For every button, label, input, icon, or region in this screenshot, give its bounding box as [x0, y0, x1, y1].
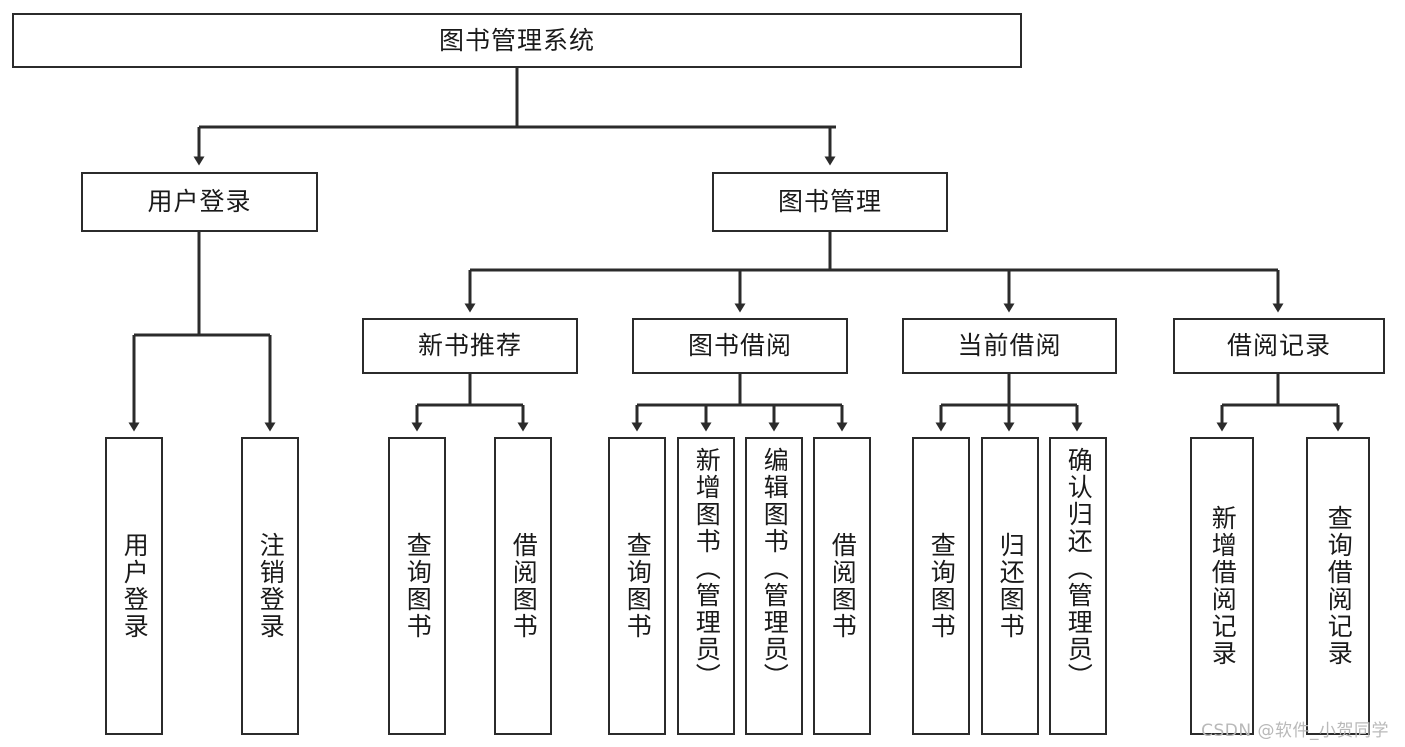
leaf-record-add-record[interactable]: 新增借阅记录 [1190, 437, 1254, 735]
leaf-recommend-borrow-book[interactable]: 借阅图书 [494, 437, 552, 735]
leaf-current-return-book[interactable]: 归还图书 [981, 437, 1039, 735]
leaf-borrow-add-book-admin[interactable]: 新增图书（管理员） [677, 437, 735, 735]
leaf-label: 借阅图书 [828, 532, 858, 640]
node-root-system[interactable]: 图书管理系统 [12, 13, 1022, 68]
leaf-user-login-signin[interactable]: 用户登录 [105, 437, 163, 735]
leaf-recommend-query-book[interactable]: 查询图书 [388, 437, 446, 735]
leaf-label: 查询借阅记录 [1324, 505, 1354, 667]
node-label: 新书推荐 [417, 331, 522, 361]
node-user-login[interactable]: 用户登录 [81, 172, 318, 232]
node-label: 图书借阅 [687, 331, 792, 361]
leaf-current-confirm-return-admin[interactable]: 确认归还（管理员） [1049, 437, 1107, 735]
node-current-borrow[interactable]: 当前借阅 [902, 318, 1117, 374]
leaf-label: 新增图书（管理员） [692, 447, 722, 690]
leaf-label: 确认归还（管理员） [1064, 447, 1094, 690]
node-label: 图书管理 [777, 187, 882, 217]
leaf-label: 查询图书 [623, 532, 653, 640]
leaf-label: 查询图书 [927, 532, 957, 640]
leaf-record-query-record[interactable]: 查询借阅记录 [1306, 437, 1370, 735]
node-book-management[interactable]: 图书管理 [712, 172, 948, 232]
leaf-borrow-query-book[interactable]: 查询图书 [608, 437, 666, 735]
node-book-borrow[interactable]: 图书借阅 [632, 318, 848, 374]
leaf-label: 注销登录 [256, 532, 286, 640]
leaf-label: 归还图书 [996, 532, 1026, 640]
node-borrow-record[interactable]: 借阅记录 [1173, 318, 1385, 374]
leaf-label: 查询图书 [403, 532, 433, 640]
watermark: CSDN @软件_小贺同学 [1201, 721, 1389, 741]
node-label: 当前借阅 [957, 331, 1062, 361]
leaf-borrow-borrow-book[interactable]: 借阅图书 [813, 437, 871, 735]
leaf-label: 借阅图书 [509, 532, 539, 640]
leaf-label: 编辑图书（管理员） [760, 447, 790, 690]
node-label: 借阅记录 [1226, 331, 1331, 361]
leaf-current-query-book[interactable]: 查询图书 [912, 437, 970, 735]
node-label: 用户登录 [147, 187, 252, 217]
leaf-label: 新增借阅记录 [1208, 505, 1238, 667]
leaf-user-login-signout[interactable]: 注销登录 [241, 437, 299, 735]
leaf-borrow-edit-book-admin[interactable]: 编辑图书（管理员） [745, 437, 803, 735]
node-new-book-recommend[interactable]: 新书推荐 [362, 318, 578, 374]
node-label: 图书管理系统 [438, 25, 595, 55]
leaf-label: 用户登录 [120, 532, 150, 640]
